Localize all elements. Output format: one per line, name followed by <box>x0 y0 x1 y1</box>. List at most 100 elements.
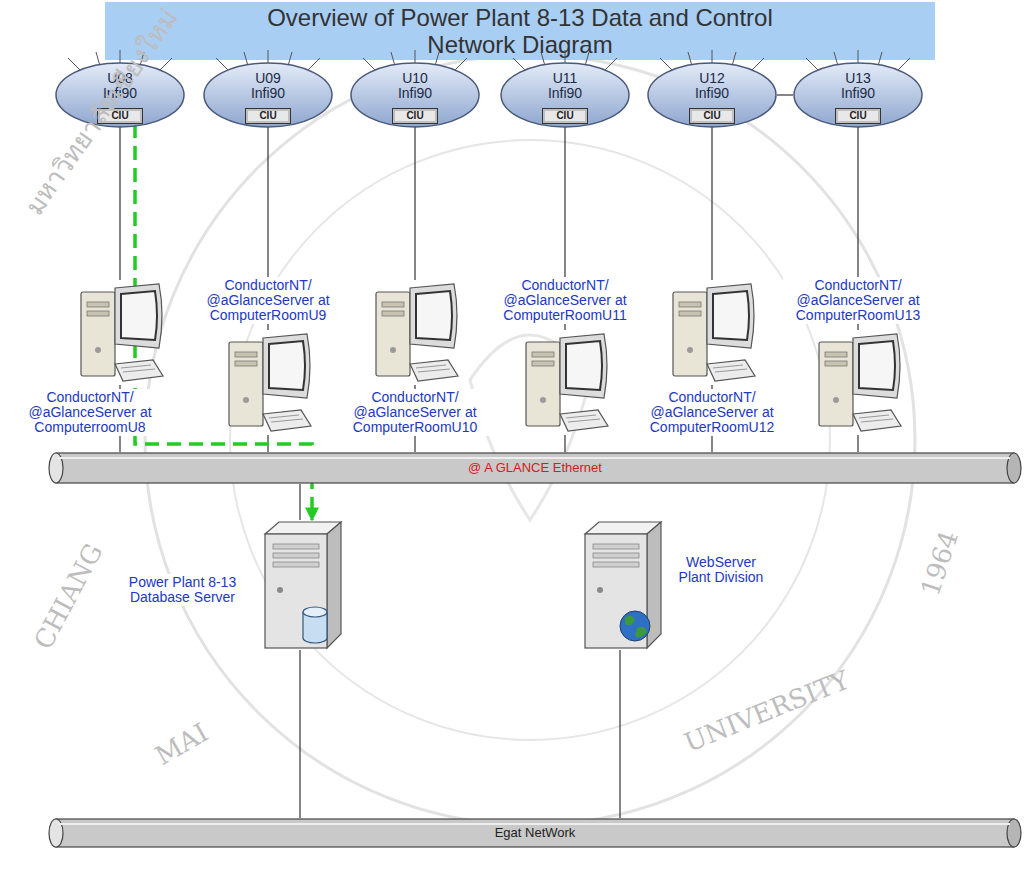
globe <box>620 611 650 641</box>
pc-drive <box>679 311 701 316</box>
pc-keys <box>269 415 303 422</box>
pc-keys <box>416 365 450 372</box>
pc-tower <box>229 342 263 426</box>
workstation-label: ConductorNT/ @aGlanceServer at Computerr… <box>15 389 165 436</box>
network-cable <box>299 650 300 818</box>
server-bay <box>593 562 639 567</box>
network-bus: @ A GLANCE Ethernet <box>48 452 1022 484</box>
globe-land <box>625 615 647 637</box>
ciu-box: CIU <box>689 108 735 124</box>
oval-text-box: U12Infi90 <box>647 71 777 101</box>
pc-button <box>833 397 839 403</box>
infi90-ring: U10Infi90CIU <box>350 62 480 128</box>
bus-highlight <box>58 457 1010 459</box>
signal-tick <box>216 58 228 70</box>
label-holder: ConductorNT/ @aGlanceServer at Computerr… <box>15 389 165 436</box>
pc-keys <box>859 415 893 422</box>
pc-monitor <box>707 284 754 348</box>
signal-tick <box>898 58 910 70</box>
shape-outline <box>667 280 757 385</box>
pc-drive <box>382 302 404 307</box>
infi90-ring: U11Infi90CIU <box>500 62 630 128</box>
network-bus: Egat NetWork <box>48 818 1022 848</box>
diagram-title: Overview of Power Plant 8-13 Data and Co… <box>240 4 800 58</box>
infi90-oval <box>204 63 332 127</box>
pc-button <box>687 347 693 353</box>
pc-keys <box>566 415 600 422</box>
signal-tick <box>752 58 764 70</box>
title-band: Overview of Power Plant 8-13 Data and Co… <box>105 2 935 60</box>
system-name: Infi90 <box>500 86 630 101</box>
pc-drive <box>87 302 109 307</box>
unit-number: U12 <box>647 71 777 86</box>
infi90-oval <box>648 63 776 127</box>
server-bay <box>273 553 319 558</box>
pc-tower <box>526 342 560 426</box>
bus-label: @ A GLANCE Ethernet <box>464 460 606 476</box>
pc-drive <box>382 311 404 316</box>
server-button <box>597 587 603 593</box>
label-holder: ConductorNT/ @aGlanceServer at ComputerR… <box>637 389 787 436</box>
pc-tower <box>81 292 115 376</box>
workstation: ConductorNT/ @aGlanceServer at ComputerR… <box>813 330 903 435</box>
server-front <box>265 534 327 648</box>
server-bay <box>273 544 319 549</box>
system-name: Infi90 <box>350 86 480 101</box>
pc-keyboard <box>560 410 608 431</box>
server: WebServer Plant Division <box>575 520 665 650</box>
watermark-text: CHIANG <box>28 538 109 654</box>
pc-screen <box>121 291 157 340</box>
pc-keyboard <box>707 360 755 381</box>
server-bay <box>593 544 639 549</box>
pc-drive <box>87 311 109 316</box>
pc-button <box>243 397 249 403</box>
pc-drive <box>825 352 847 357</box>
network-cable <box>619 650 620 818</box>
pc-tower <box>819 342 853 426</box>
workstation: ConductorNT/ @aGlanceServer at ComputerR… <box>370 280 460 385</box>
pc-button <box>95 347 101 353</box>
network-cable <box>299 484 300 520</box>
workstation: ConductorNT/ @aGlanceServer at ComputerR… <box>520 330 610 435</box>
label-holder: WebServer Plant Division <box>673 554 769 586</box>
signal-tick <box>363 58 375 70</box>
server-label: Power Plant 8-13 Database Server <box>120 574 245 606</box>
unit-number: U11 <box>500 71 630 86</box>
pc-button <box>390 347 396 353</box>
pc-screen <box>859 341 895 390</box>
ciu-label: CIU <box>246 109 290 123</box>
network-cable <box>564 435 565 452</box>
ciu-label: CIU <box>543 109 587 123</box>
pc-button <box>540 397 546 403</box>
unit-number: U13 <box>793 71 923 86</box>
infi90-ring: U09Infi90CIU <box>203 62 333 128</box>
signal-tick <box>806 58 818 70</box>
pc-monitor <box>560 334 607 398</box>
server-front <box>585 534 647 648</box>
infi90-ring: U12Infi90CIU <box>647 62 777 128</box>
bus-body <box>56 453 1014 483</box>
ciu-box: CIU <box>245 108 291 124</box>
system-name: Infi90 <box>203 86 333 101</box>
bus-body <box>56 819 1014 847</box>
oval-text-box: U10Infi90 <box>350 71 480 101</box>
server-side <box>327 522 341 648</box>
ciu-label: CIU <box>690 109 734 123</box>
pc-keyboard <box>263 410 311 431</box>
pc-monitor <box>263 334 310 398</box>
pc-drive <box>532 361 554 366</box>
infi90-oval <box>351 63 479 127</box>
ciu-label: CIU <box>836 109 880 123</box>
pc-drive <box>825 361 847 366</box>
system-name: Infi90 <box>647 86 777 101</box>
workstation-label: ConductorNT/ @aGlanceServer at ComputerR… <box>637 389 787 436</box>
pc-screen <box>713 291 749 340</box>
signal-tick <box>308 58 320 70</box>
signal-tick <box>455 58 467 70</box>
pc-tower <box>376 292 410 376</box>
seal-ring <box>145 55 915 825</box>
server-bay <box>593 553 639 558</box>
workstation-label: ConductorNT/ @aGlanceServer at ComputerR… <box>490 277 640 324</box>
watermark-text: UNIVERSITY <box>680 664 853 757</box>
ciu-box: CIU <box>835 108 881 124</box>
